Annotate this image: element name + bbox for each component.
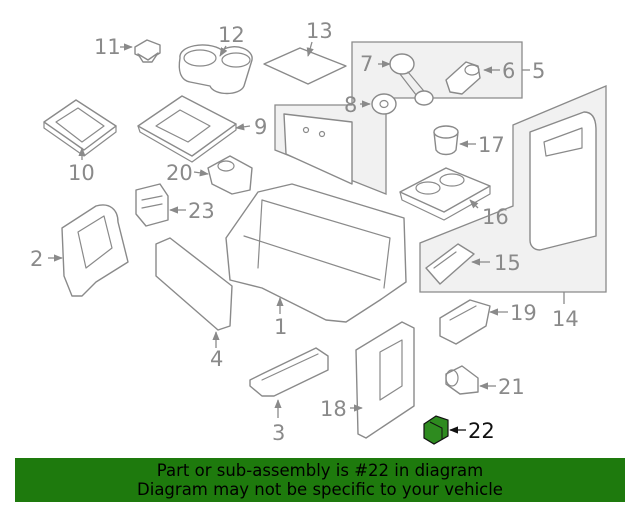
part-19-pocket <box>439 299 491 345</box>
part-9-bezel <box>137 95 237 163</box>
callout-20[interactable]: 20 <box>166 161 193 185</box>
callout-12[interactable]: 12 <box>218 23 245 47</box>
callout-22[interactable]: 22 <box>468 419 495 443</box>
part-5-panel <box>283 113 353 185</box>
callout-9[interactable]: 9 <box>254 115 267 139</box>
info-banner: Part or sub-assembly is #22 in diagram D… <box>15 458 625 502</box>
part-11-clip <box>134 39 161 63</box>
callout-14[interactable]: 14 <box>552 307 579 331</box>
callout-13[interactable]: 13 <box>306 19 333 43</box>
callout-21[interactable]: 21 <box>498 375 525 399</box>
callout-4[interactable]: 4 <box>210 347 223 371</box>
part-20-switch <box>207 155 253 195</box>
callout-23[interactable]: 23 <box>188 199 215 223</box>
callout-1[interactable]: 1 <box>274 315 287 339</box>
banner-text: Part or sub-assembly is #22 in diagram D… <box>15 458 625 499</box>
part-15-insert <box>425 243 475 285</box>
part-2-end-panel <box>61 204 129 297</box>
part-17-cup <box>433 125 459 156</box>
part-12-cupholder <box>178 44 253 95</box>
part-23-connector <box>135 183 169 227</box>
part-1-console <box>225 183 407 323</box>
part-21-plug <box>445 365 479 395</box>
banner-line-1: Part or sub-assembly is #22 in diagram <box>156 461 484 480</box>
part-13-mat <box>263 47 347 85</box>
callout-19[interactable]: 19 <box>510 301 537 325</box>
part-6-socket <box>445 61 481 95</box>
part-7-cap <box>389 53 434 106</box>
callout-11[interactable]: 11 <box>94 35 121 59</box>
part-3-bracket <box>249 347 329 397</box>
part-18-front-panel <box>355 321 415 439</box>
callout-7[interactable]: 7 <box>360 52 373 76</box>
banner-line-2: Diagram may not be specific to your vehi… <box>137 480 503 499</box>
part-8-washer <box>371 93 397 115</box>
callout-16[interactable]: 16 <box>482 205 509 229</box>
part-22-highlighted <box>423 415 449 445</box>
callout-8[interactable]: 8 <box>344 93 357 117</box>
part-10-tray <box>43 99 117 157</box>
part-16-cupholder <box>399 167 491 221</box>
callout-18[interactable]: 18 <box>320 397 347 421</box>
callout-6[interactable]: 6 <box>502 59 515 83</box>
callout-2[interactable]: 2 <box>30 247 43 271</box>
callout-3[interactable]: 3 <box>272 421 285 445</box>
callout-5[interactable]: 5 <box>532 59 545 83</box>
callout-17[interactable]: 17 <box>478 133 505 157</box>
callout-10[interactable]: 10 <box>68 161 95 185</box>
part-14-armrest <box>529 111 597 251</box>
part-4-side-trim <box>155 237 233 331</box>
callout-15[interactable]: 15 <box>494 251 521 275</box>
